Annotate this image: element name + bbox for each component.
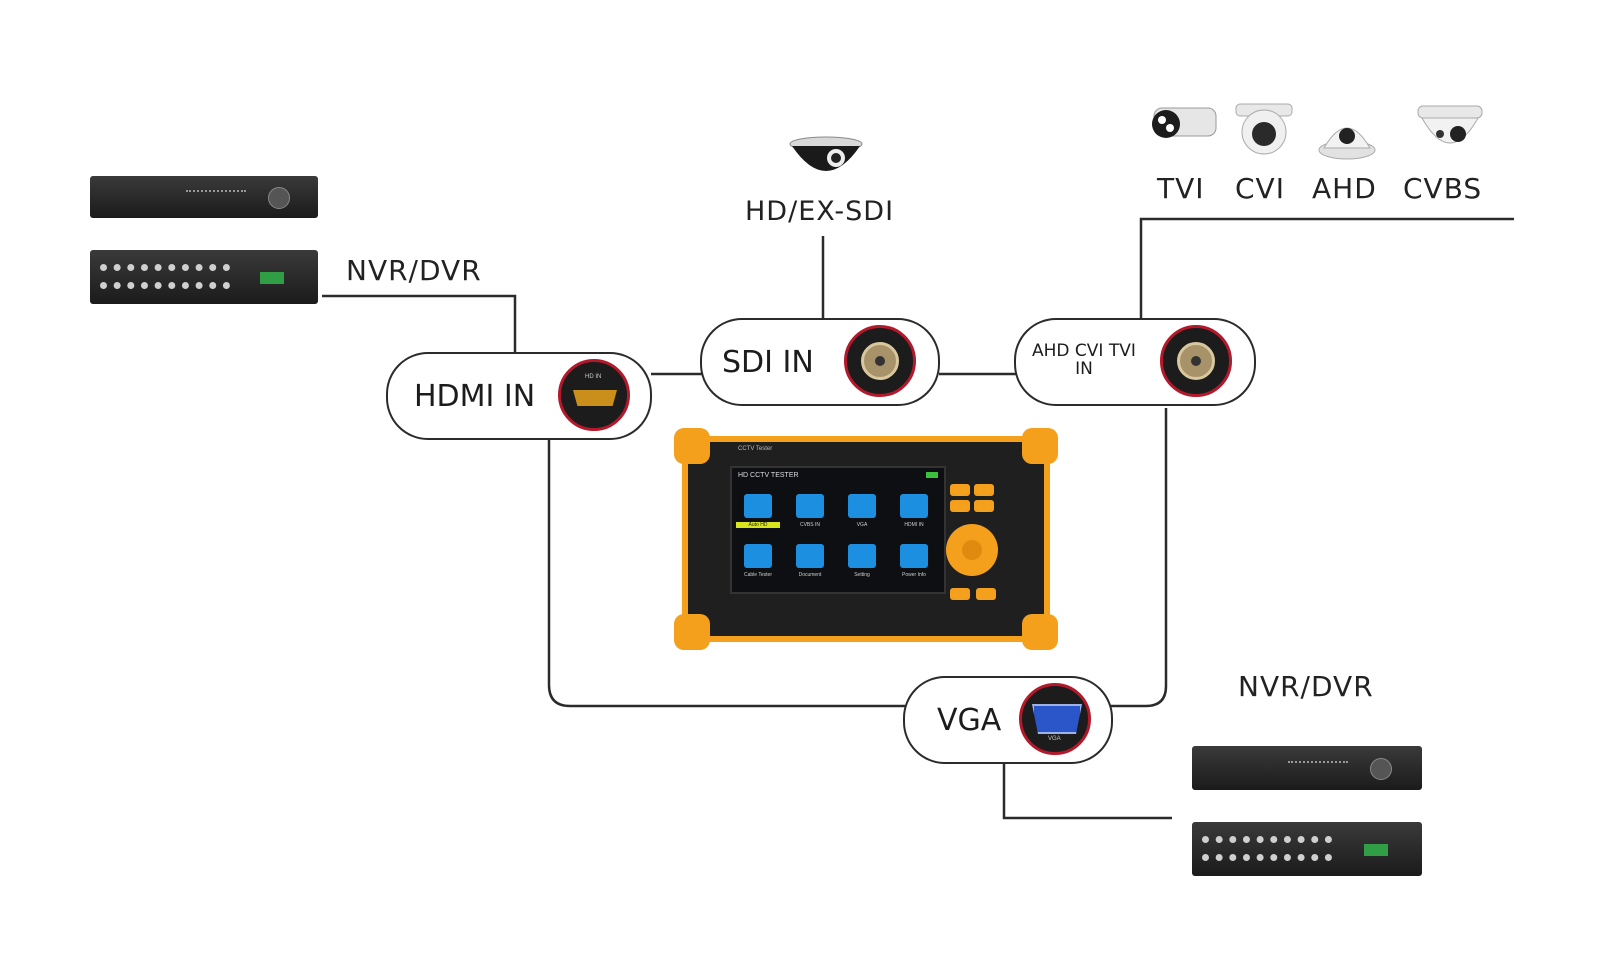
app-power-info-label: Power Info (902, 572, 926, 578)
nvr-dvr-label-left: NVR/DVR (346, 254, 482, 287)
app-cvbs-in-label: CVBS IN (799, 522, 820, 528)
sdi-in-port-node: SDI IN (700, 318, 940, 406)
dpad-enter-icon[interactable] (962, 540, 982, 560)
wire-vga-to-nvr (1002, 762, 1172, 820)
vga-port-icon: VGA (1019, 683, 1091, 755)
app-vga-label: VGA (856, 522, 868, 528)
device-brand-label: CCTV Tester (738, 446, 773, 452)
sdi-source-label: HD/EX-SDI (745, 196, 895, 227)
analog-bnc-port-icon (1160, 325, 1232, 397)
nvr-knob-icon-right (1370, 758, 1392, 780)
hdmi-in-label: HDMI IN (414, 379, 536, 414)
sdi-bnc-port-icon (844, 325, 916, 397)
bullet-camera-icon (1152, 107, 1217, 138)
nvr-rear-right (1192, 822, 1422, 876)
vga-port-node: VGA VGA (903, 676, 1113, 764)
tester-screen: HD CCTV TESTER Auto HD CVBS IN VGA HDMI … (730, 466, 946, 594)
nvr-knob-icon (268, 187, 290, 209)
sdi-dome-camera-icon (789, 136, 863, 171)
turret-camera-cvbs-icon (1417, 105, 1483, 144)
camera-type-cvbs: CVBS (1403, 172, 1483, 205)
camera-type-cvi: CVI (1235, 172, 1285, 205)
camera-type-tvi: TVI (1157, 172, 1205, 205)
wire-hdmi-to-vga (547, 440, 905, 708)
bumper-tr (1022, 428, 1058, 464)
nvr-front-right (1192, 746, 1422, 790)
sdi-in-label: SDI IN (722, 345, 814, 380)
hdmi-port-mark: HD IN (585, 374, 602, 380)
screen-title: HD CCTV TESTER (738, 472, 799, 479)
app-document-label: Document (798, 572, 822, 578)
app-document-icon[interactable] (796, 544, 824, 568)
dome-camera-ahd-icon (1318, 127, 1376, 160)
camera-type-ahd: AHD (1312, 172, 1377, 205)
app-cable-tester-icon[interactable] (744, 544, 772, 568)
app-hdmi-in-label: HDMI IN (904, 522, 924, 528)
tester-key-2[interactable] (974, 484, 994, 496)
tester-key-1[interactable] (950, 484, 970, 496)
app-setting-label: Setting (854, 572, 870, 578)
analog-in-port-node: AHD CVI TVI IN (1014, 318, 1256, 406)
nvr-dvr-label-right: NVR/DVR (1238, 670, 1374, 703)
vga-port-mark: VGA (1048, 736, 1061, 742)
app-vga-icon[interactable] (848, 494, 876, 518)
analog-in-label: AHD CVI TVI IN (1032, 341, 1136, 379)
app-setting-icon[interactable] (848, 544, 876, 568)
tester-key-6[interactable] (976, 588, 996, 600)
tester-key-3[interactable] (950, 500, 970, 512)
nvr-rear-left (90, 250, 318, 304)
bumper-bl (674, 614, 710, 650)
battery-icon (926, 472, 938, 478)
app-cvbs-in-icon[interactable] (796, 494, 824, 518)
cctv-tester-device: CCTV Tester HD CCTV TESTER Auto HD CVBS … (674, 428, 1058, 650)
tester-key-4[interactable] (974, 500, 994, 512)
vga-label: VGA (937, 703, 1002, 738)
tester-key-5[interactable] (950, 588, 970, 600)
app-auto-hd-icon[interactable] (744, 494, 772, 518)
nvr-front-left (90, 176, 318, 218)
app-auto-hd-label: Auto HD (736, 522, 780, 528)
app-hdmi-in-icon[interactable] (900, 494, 928, 518)
wire-cameras-to-analog (1139, 217, 1514, 318)
wire-analog-to-vga (1110, 408, 1168, 708)
tester-dpad[interactable] (946, 524, 998, 576)
app-power-info-icon[interactable] (900, 544, 928, 568)
hdmi-port-icon: HD IN (558, 359, 630, 431)
bumper-tl (674, 428, 710, 464)
app-cable-tester-label: Cable Tester (744, 572, 772, 578)
hdmi-in-port-node: HDMI IN HD IN (386, 352, 652, 440)
dome-camera-cvi-icon (1235, 103, 1293, 155)
wire-nvr-to-hdmi (322, 294, 517, 352)
bumper-br (1022, 614, 1058, 650)
